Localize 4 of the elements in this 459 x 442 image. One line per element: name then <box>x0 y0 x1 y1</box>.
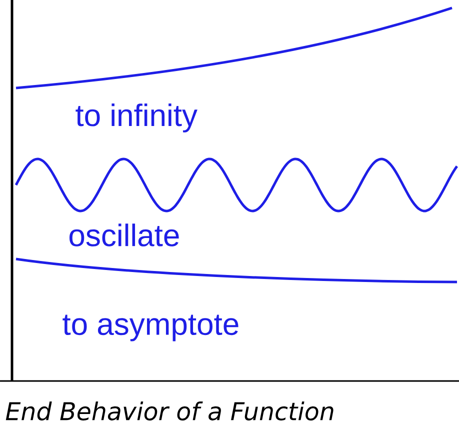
curve-label: to asymptote <box>62 314 238 342</box>
curve-label: to infinity <box>76 104 198 132</box>
curve-label: oscillate <box>70 224 179 246</box>
caption: End Behavior of a Function <box>6 402 334 420</box>
